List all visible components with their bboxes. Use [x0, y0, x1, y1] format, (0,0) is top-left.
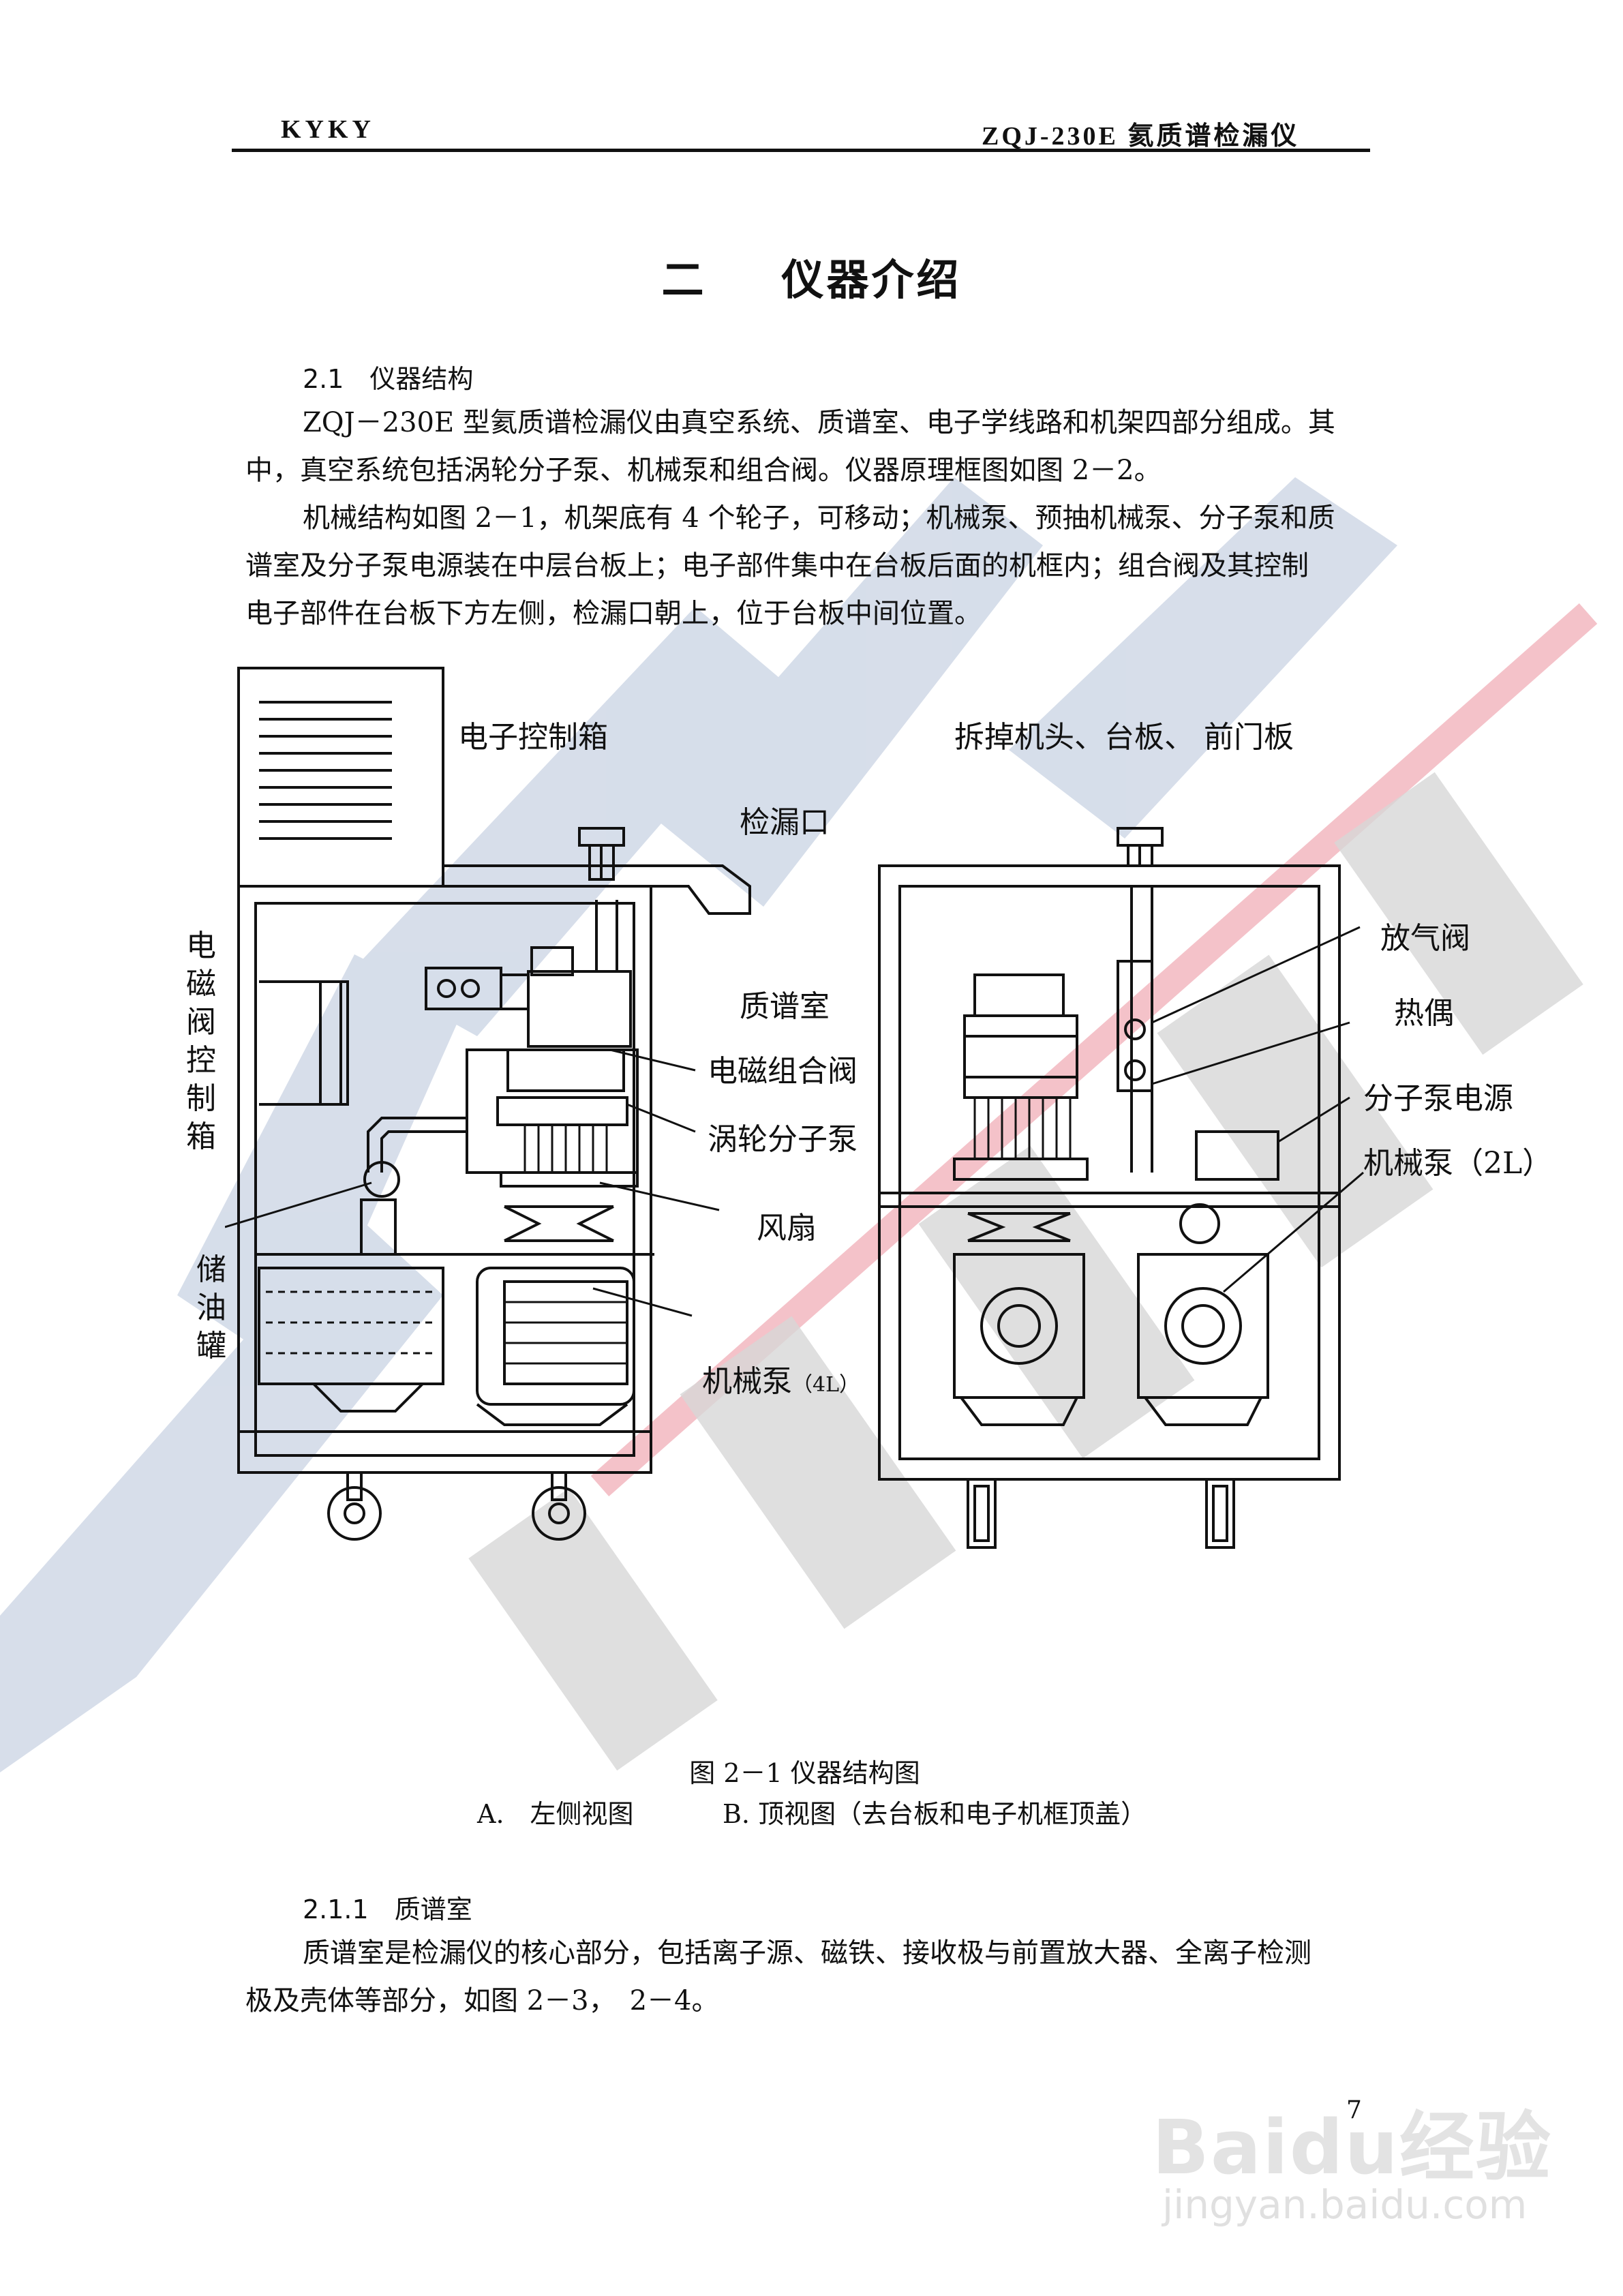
page-number: 7 — [1346, 2096, 1362, 2124]
baidu-watermark-logo: Baidu经验 — [1152, 2104, 1552, 2191]
label-fan: 风扇 — [757, 1211, 817, 1245]
label-removed-parts: 拆掉机头、台板、 前门板 — [954, 720, 1294, 755]
left-side-view — [225, 667, 751, 1541]
label-mech-pump-2l: 机械泵（2L） — [1363, 1146, 1553, 1181]
label-thermocouple: 热偶 — [1394, 996, 1454, 1031]
page-title: 二 仪器介绍 — [0, 245, 1623, 307]
header-brand: KYKY — [281, 115, 375, 144]
header-product: ZQJ-230E 氦质谱检漏仪 — [982, 122, 1300, 151]
label-solenoid-control-box: 电磁阀控制箱 — [186, 928, 216, 1154]
paragraph-2-line-1: 机械结构如图 2－1，机架底有 4 个轮子，可移动；机械泵、预抽机械泵、分子泵和… — [303, 502, 1335, 534]
label-turbo-pump: 涡轮分子泵 — [708, 1122, 858, 1157]
instrument-structure-figure — [225, 667, 1364, 1549]
top-view — [878, 827, 1364, 1549]
label-pump-power: 分子泵电源 — [1363, 1081, 1513, 1116]
paragraph-3-line-2: 极及壳体等部分，如图 2－3， 2－4。 — [245, 1985, 719, 2016]
paragraph-1-line-2: 中，真空系统包括涡轮分子泵、机械泵和组合阀。仪器原理框图如图 2－2。 — [245, 455, 1162, 486]
title-text: 仪器介绍 — [781, 255, 962, 305]
label-mech-pump-4l: 机械泵（4L） — [702, 1364, 860, 1399]
label-electronic-box: 电子控制箱 — [458, 720, 608, 755]
subcaption-b: B. 顶视图（去台板和电子机框顶盖） — [723, 1799, 1147, 1829]
section-heading-2-1-1: 2.1.1 质谱室 — [303, 1894, 472, 1924]
paragraph-1-line-1: ZQJ－230E 型氦质谱检漏仪由真空系统、质谱室、电子学线路和机架四部分组成。… — [303, 407, 1335, 438]
label-solenoid-valve: 电磁组合阀 — [708, 1054, 858, 1089]
title-number: 二 — [661, 255, 707, 305]
label-oil-tank: 储油罐 — [196, 1252, 226, 1363]
baidu-watermark-url: jingyan.baidu.com — [1162, 2181, 1528, 2228]
paragraph-2-line-2: 谱室及分子泵电源装在中层台板上；电子部件集中在台板后面的机框内；组合阀及其控制 — [245, 550, 1309, 581]
label-leak-port: 检漏口 — [740, 805, 830, 840]
figure-caption: 图 2－1 仪器结构图 — [689, 1758, 920, 1788]
subcaption-a: A. 左侧视图 — [477, 1799, 634, 1829]
header-rule — [232, 149, 1370, 152]
paragraph-2-line-3: 电子部件在台板下方左侧，检漏口朝上，位于台板中间位置。 — [245, 598, 982, 629]
section-heading-2-1: 2.1 仪器结构 — [303, 364, 474, 394]
paragraph-3-line-1: 质谱室是检漏仪的核心部分，包括离子源、磁铁、接收极与前置放大器、全离子检测 — [303, 1937, 1311, 1969]
label-vent-valve: 放气阀 — [1380, 921, 1470, 956]
label-mass-chamber: 质谱室 — [740, 989, 830, 1024]
